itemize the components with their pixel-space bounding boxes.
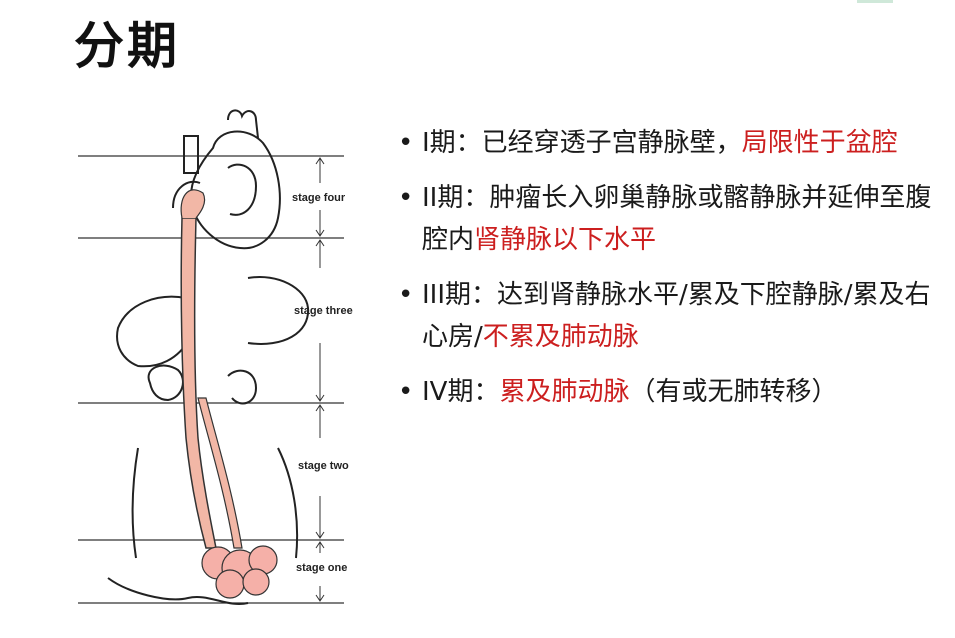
- bullet-icon: •: [398, 128, 414, 158]
- stage-one-label: stage one: [296, 562, 348, 574]
- list-item: • IV期：累及肺动脉（有或无肺转移）: [398, 371, 938, 413]
- staging-list: • I期：已经穿透子宫静脉壁，局限性于盆腔 • II期：肿瘤长入卵巢静脉或髂静脉…: [398, 122, 938, 426]
- bullet-icon: •: [398, 377, 414, 407]
- stage-boundary-lines: [78, 155, 344, 604]
- item-highlight: 累及肺动脉: [499, 377, 630, 407]
- venous-tumor-path: [180, 189, 243, 549]
- item-highlight: 不累及肺动脉: [482, 322, 639, 352]
- item-suffix: （有或无肺转移）: [629, 377, 838, 407]
- item-text: IV期：: [422, 377, 500, 407]
- item-highlight: 局限性于盆腔: [741, 128, 898, 158]
- bullet-icon: •: [398, 183, 414, 213]
- stage-three-label: stage three: [294, 305, 353, 317]
- item-text: I期：已经穿透子宫静脉壁，: [422, 128, 742, 158]
- bullet-icon: •: [398, 280, 414, 310]
- item-text: II期：肿瘤长入卵巢静脉或髂静脉并延伸至腹腔内: [422, 183, 932, 255]
- stage-two-label: stage two: [298, 460, 349, 472]
- item-highlight: 肾静脉以下水平: [474, 225, 657, 255]
- pelvic-tumor-mass: [201, 545, 278, 599]
- item-text: III期：达到肾静脉水平/累及下腔静脉/累及右心房/: [422, 280, 931, 352]
- corner-decoration: [857, 0, 893, 3]
- list-item: • I期：已经穿透子宫静脉壁，局限性于盆腔: [398, 122, 938, 164]
- page-title: 分期: [74, 17, 180, 75]
- organ-outlines: [107, 276, 310, 605]
- anatomy-illustration: [78, 109, 344, 605]
- stage-four-label: stage four: [292, 192, 346, 204]
- staging-diagram: stage four stage three stage two stage o…: [78, 98, 386, 620]
- list-item: • II期：肿瘤长入卵巢静脉或髂静脉并延伸至腹腔内肾静脉以下水平: [398, 177, 938, 261]
- list-item: • III期：达到肾静脉水平/累及下腔静脉/累及右心房/不累及肺动脉: [398, 274, 938, 358]
- stage-dimension-arrows: [315, 157, 325, 602]
